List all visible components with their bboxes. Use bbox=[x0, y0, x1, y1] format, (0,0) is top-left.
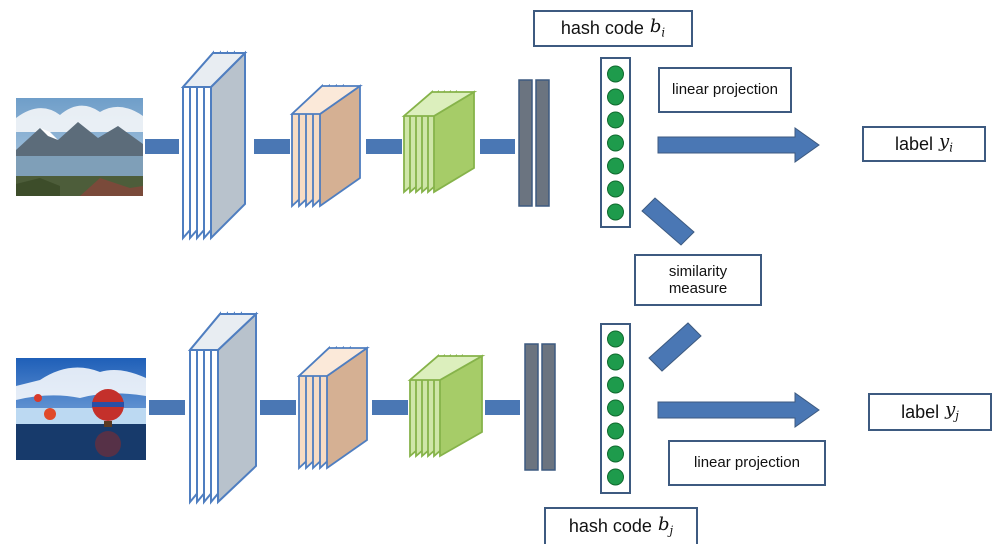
conv-layer-1-bottom bbox=[187, 311, 259, 505]
hash-code-text: hash code bbox=[568, 516, 652, 537]
hash-code-text: hash code bbox=[560, 18, 644, 39]
similarity-measure-text: similarity measure bbox=[668, 262, 728, 297]
fc-layer-top-1 bbox=[518, 79, 533, 207]
connector bbox=[260, 400, 296, 415]
fc-layer-bottom-2 bbox=[541, 343, 556, 471]
hash-code-symbol: bi bbox=[649, 15, 666, 40]
projection-arrow-top bbox=[657, 127, 820, 163]
hash-code-nodes-top bbox=[600, 57, 631, 228]
connector bbox=[149, 400, 185, 415]
fc-layer-bottom-1 bbox=[524, 343, 539, 471]
label-text: label bbox=[895, 133, 934, 154]
linear-projection-text: linear projection bbox=[694, 454, 800, 472]
hash-code-label-bottom: hash code bj bbox=[544, 507, 698, 544]
label-box-top: label yi bbox=[862, 126, 986, 162]
connector bbox=[366, 139, 402, 154]
label-symbol: yj bbox=[945, 399, 959, 424]
connector bbox=[485, 400, 520, 415]
input-image-top bbox=[16, 98, 143, 196]
input-image-bottom bbox=[16, 358, 146, 460]
hash-code-label-top: hash code bi bbox=[533, 10, 693, 47]
fc-layer-top-2 bbox=[535, 79, 550, 207]
linear-projection-text: linear projection bbox=[672, 81, 778, 99]
similarity-connector-bottom bbox=[648, 322, 702, 372]
hash-code-symbol: bj bbox=[657, 513, 674, 538]
connector bbox=[254, 139, 290, 154]
linear-projection-label-top: linear projection bbox=[658, 67, 792, 113]
projection-arrow-bottom bbox=[657, 392, 820, 428]
conv-layer-3-top bbox=[401, 90, 478, 194]
bottom-branch bbox=[16, 311, 820, 505]
label-symbol: yi bbox=[939, 131, 953, 156]
connector bbox=[145, 139, 179, 154]
label-box-bottom: label yj bbox=[868, 393, 992, 431]
similarity-measure-label: similarity measure bbox=[634, 254, 762, 306]
similarity-connector-top bbox=[641, 197, 695, 246]
connector bbox=[480, 139, 515, 154]
conv-layer-2-bottom bbox=[296, 345, 370, 471]
top-branch bbox=[16, 50, 820, 246]
label-text: label bbox=[901, 401, 940, 422]
conv-layer-1-top bbox=[180, 50, 248, 241]
connector bbox=[372, 400, 408, 415]
conv-layer-3-bottom bbox=[407, 354, 486, 458]
hash-code-nodes-bottom bbox=[600, 323, 631, 494]
conv-layer-2-top bbox=[289, 83, 363, 209]
linear-projection-label-bottom: linear projection bbox=[668, 440, 826, 486]
